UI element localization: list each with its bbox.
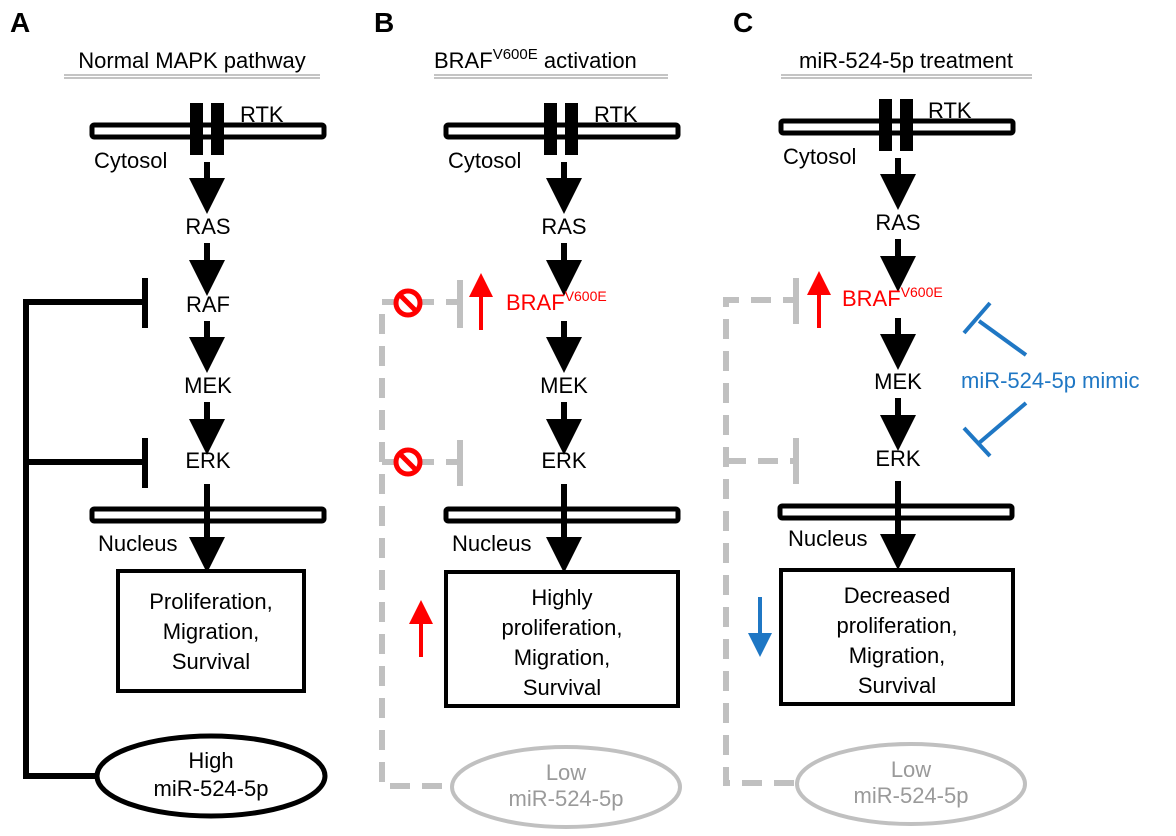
- mirna-level: Low: [546, 760, 586, 785]
- node-erk: ERK: [875, 446, 921, 471]
- mirna-level: Low: [891, 757, 931, 782]
- blocked-icon: [393, 447, 423, 477]
- node-mek: MEK: [540, 373, 588, 398]
- panel-title: miR-524-5p treatment: [799, 48, 1013, 73]
- rtk-receptor: [211, 103, 224, 155]
- node-erk: ERK: [541, 448, 587, 473]
- mimic-inhibition-line: [977, 319, 1028, 357]
- outcome-line: Survival: [172, 649, 250, 674]
- outcome-line: Survival: [523, 675, 601, 700]
- rtk-receptor: [879, 99, 892, 151]
- panel-title: BRAFV600E activation: [434, 46, 637, 73]
- feedback-line-dashed: [723, 297, 796, 786]
- node-braf-v600e: BRAFV600E: [506, 288, 607, 315]
- nucleus-label: Nucleus: [98, 531, 177, 556]
- node-raf: RAF: [186, 292, 230, 317]
- outcome-line: proliferation,: [501, 615, 622, 640]
- cell-membrane: [443, 122, 681, 140]
- cytosol-label: Cytosol: [448, 148, 521, 173]
- rtk-receptor: [900, 99, 913, 151]
- outcome-line: Proliferation,: [149, 589, 273, 614]
- mirna-ellipse: [94, 733, 328, 819]
- node-erk: ERK: [185, 448, 231, 473]
- panel-letter: B: [374, 7, 394, 38]
- panel-b: B BRAFV600E activation RTK Cytosol RAS B…: [374, 7, 682, 829]
- cytosol-label: Cytosol: [94, 148, 167, 173]
- node-mek: MEK: [874, 369, 922, 394]
- mirna-name: miR-524-5p: [509, 786, 624, 811]
- panel-c: C miR-524-5p treatment RTK Cytosol RAS B…: [723, 7, 1139, 826]
- mimic-label: miR-524-5p mimic: [961, 368, 1139, 393]
- outcome-line: Decreased: [844, 583, 950, 608]
- outcome-box: [779, 568, 1015, 706]
- rtk-receptor: [544, 103, 557, 155]
- outcome-line: Survival: [858, 673, 936, 698]
- node-ras: RAS: [541, 214, 586, 239]
- blocked-icon: [393, 288, 423, 318]
- outcome-box: [444, 570, 680, 708]
- rtk-label: RTK: [240, 102, 284, 127]
- outcome-line: proliferation,: [836, 613, 957, 638]
- mirna-ellipse: [795, 742, 1027, 826]
- cell-membrane: [778, 118, 1016, 136]
- rtk-receptor: [190, 103, 203, 155]
- feedback-line-dashed: [379, 299, 460, 789]
- inhibition-bar: [962, 301, 992, 335]
- panel-title: Normal MAPK pathway: [78, 48, 305, 73]
- node-ras: RAS: [875, 210, 920, 235]
- outcome-line: Highly: [531, 585, 592, 610]
- nucleus-label: Nucleus: [452, 531, 531, 556]
- outcome-box: [116, 569, 306, 693]
- panel-a: A Normal MAPK pathway RTK Cytosol RAS RA…: [10, 7, 328, 819]
- mirna-name: miR-524-5p: [154, 776, 269, 801]
- panel-letter: A: [10, 7, 30, 38]
- panel-letter: C: [733, 7, 753, 38]
- rtk-label: RTK: [594, 102, 638, 127]
- cytosol-label: Cytosol: [783, 144, 856, 169]
- outcome-line: Migration,: [849, 643, 946, 668]
- outcome-line: Migration,: [514, 645, 611, 670]
- mirna-name: miR-524-5p: [854, 783, 969, 808]
- node-mek: MEK: [184, 373, 232, 398]
- outcome-line: Migration,: [163, 619, 260, 644]
- feedback-line: [23, 299, 145, 779]
- nucleus-label: Nucleus: [788, 526, 867, 551]
- rtk-receptor: [565, 103, 578, 155]
- mimic-inhibition-line: [977, 401, 1028, 445]
- cell-membrane: [89, 122, 327, 140]
- node-braf-v600e: BRAFV600E: [842, 284, 943, 311]
- inhibition-bar: [962, 426, 992, 458]
- node-ras: RAS: [185, 214, 230, 239]
- mirna-level: High: [188, 748, 233, 773]
- mirna-ellipse: [450, 745, 682, 829]
- rtk-label: RTK: [928, 98, 972, 123]
